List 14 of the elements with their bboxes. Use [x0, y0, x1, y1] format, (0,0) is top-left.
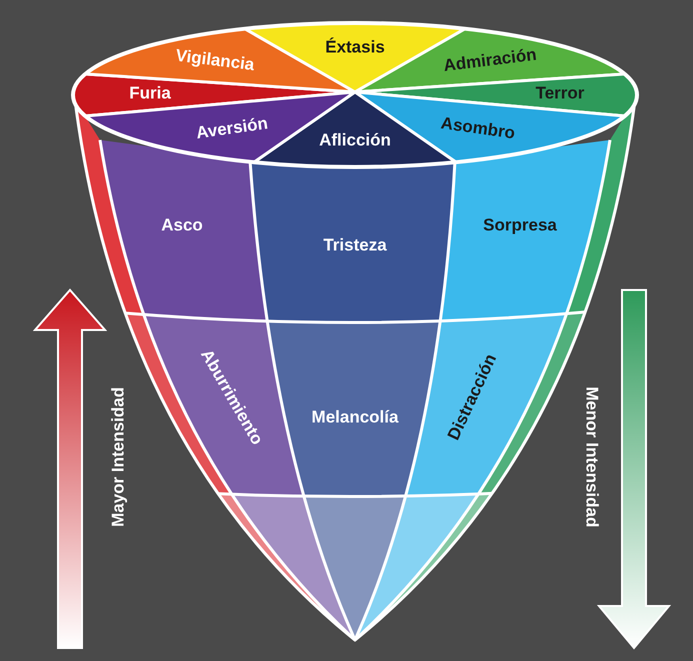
emotion-label: Sorpresa — [483, 216, 557, 234]
emotion-label: Vigilancia — [174, 46, 256, 74]
emotion-label: Aversión — [195, 114, 269, 142]
emotion-label: Éxtasis — [325, 38, 385, 56]
emotion-label: Aflicción — [319, 132, 391, 148]
axis-label: Menor Intensidad — [584, 386, 600, 528]
emotion-label: Admiración — [442, 46, 538, 74]
axis-label: Mayor Intensidad — [110, 387, 126, 527]
emotion-label: Melancolía — [312, 408, 398, 426]
emotion-label: Tristeza — [323, 236, 387, 254]
emotion-label: Asombro — [440, 114, 516, 142]
emotion-label: Terror — [536, 84, 584, 102]
emotion-label: Furia — [129, 84, 171, 102]
emotion-label: Asco — [161, 216, 203, 234]
